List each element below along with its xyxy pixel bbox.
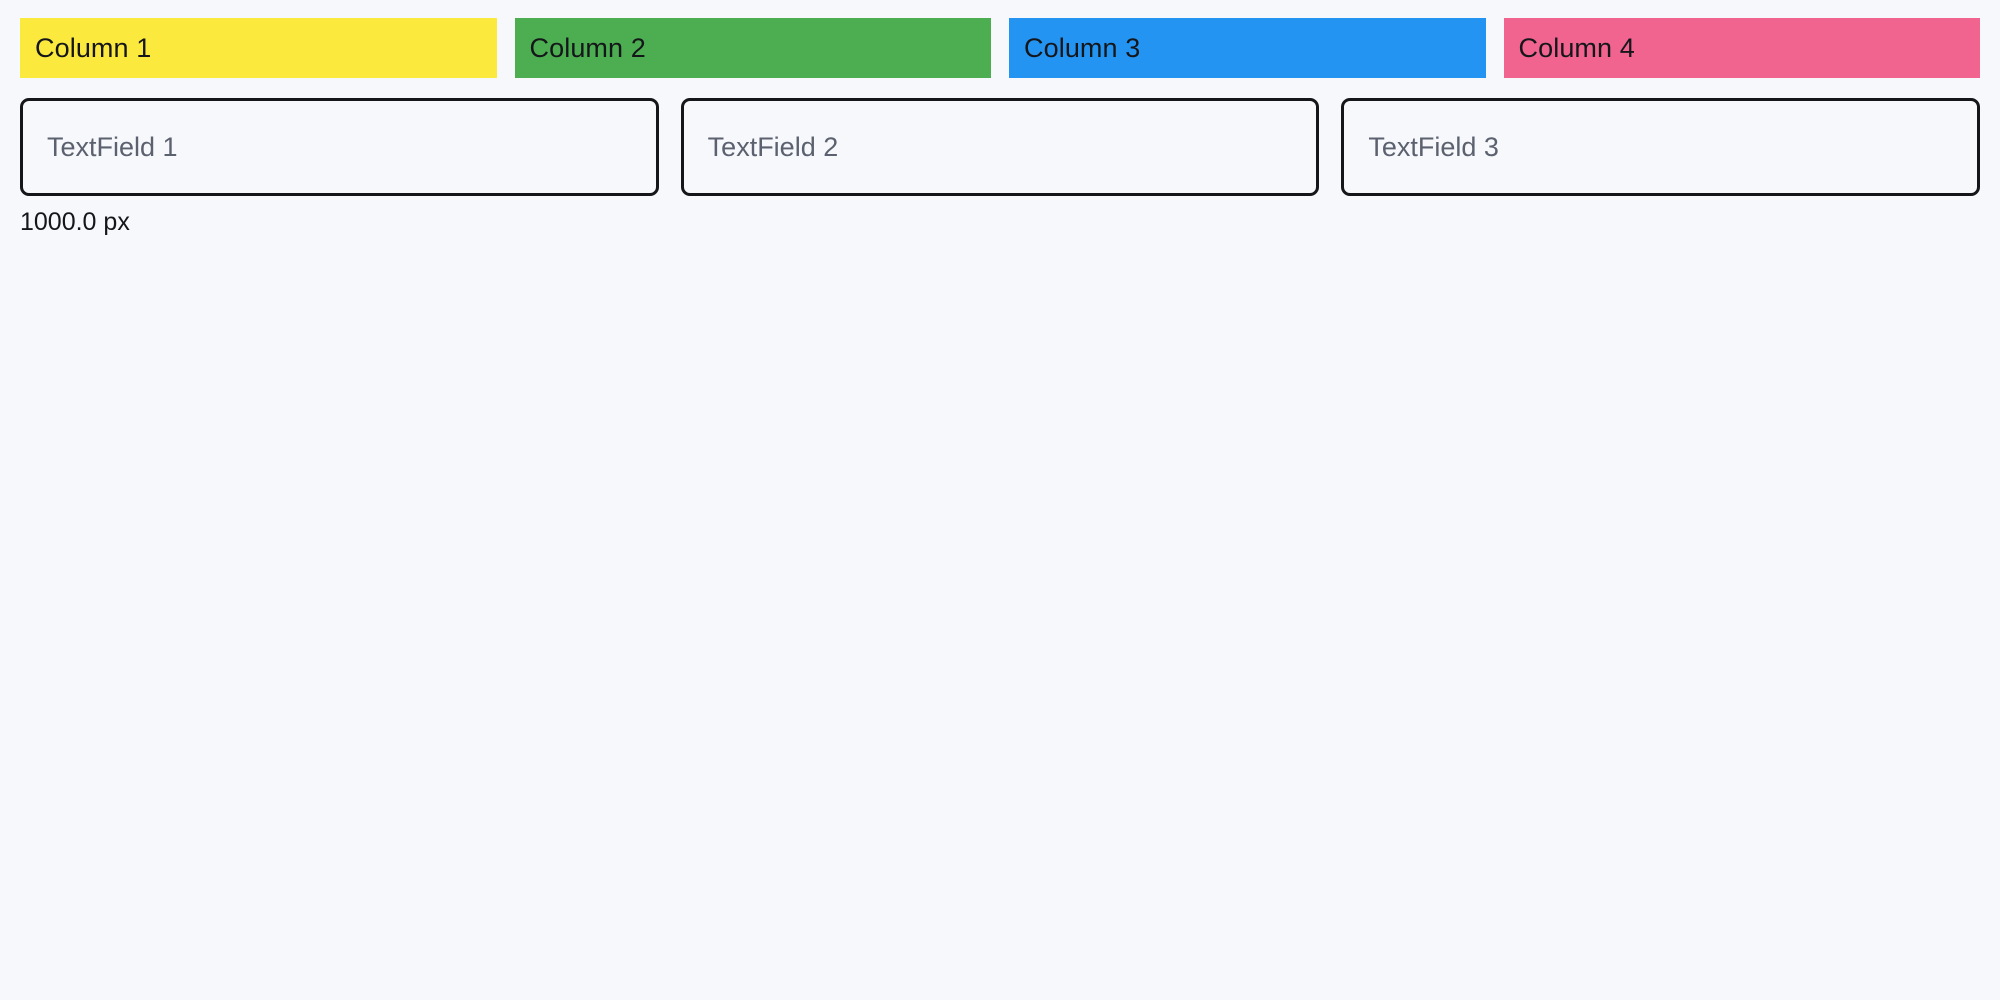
measurement-label: 1000.0 px <box>20 208 130 236</box>
column-block-4[interactable]: Column 4 <box>1503 18 1980 78</box>
textfields-row: TextField 1 TextField 2 TextField 3 <box>0 78 2000 196</box>
column-label-4: Column 4 <box>1518 32 1635 63</box>
column-block-1[interactable]: Column 1 <box>20 18 497 78</box>
column-label-2: Column 2 <box>529 32 646 63</box>
column-label-3: Column 3 <box>1024 32 1141 63</box>
textfield-1-placeholder: TextField 1 <box>47 131 178 162</box>
textfield-3-placeholder: TextField 3 <box>1368 131 1499 162</box>
column-block-2[interactable]: Column 2 <box>514 18 991 78</box>
status-row: 1000.0 px <box>0 196 2000 235</box>
textfield-1[interactable]: TextField 1 <box>20 98 659 196</box>
column-block-3[interactable]: Column 3 <box>1009 18 1486 78</box>
columns-row: Column 1 Column 2 Column 3 Column 4 <box>0 0 2000 78</box>
textfield-2[interactable]: TextField 2 <box>680 98 1320 196</box>
column-label-1: Column 1 <box>35 32 152 63</box>
textfield-2-placeholder: TextField 2 <box>707 131 839 162</box>
textfield-3[interactable]: TextField 3 <box>1341 98 1981 196</box>
